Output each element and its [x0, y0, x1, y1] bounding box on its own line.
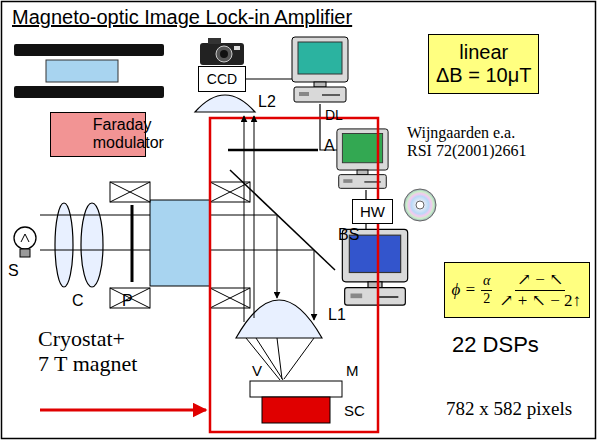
- part-label: S: [8, 262, 19, 280]
- light-ray: [277, 216, 278, 298]
- node-text: ↗ − ↖: [515, 270, 566, 291]
- lens-l1: [236, 300, 322, 338]
- light-source: [14, 227, 36, 249]
- node-text: HW: [360, 203, 385, 220]
- part-label: BS: [338, 226, 359, 244]
- ccd-camera: [234, 46, 240, 50]
- dsp-note: 22 DSPs: [452, 332, 539, 357]
- lens-label: L2: [258, 93, 276, 111]
- light-ray: [314, 251, 315, 320]
- condenser-lens: [55, 203, 73, 287]
- part-label: V: [252, 362, 262, 379]
- node-text: ϕ =: [451, 280, 476, 300]
- data-wire: [246, 78, 292, 79]
- node-text: linear: [459, 41, 508, 64]
- resolution-note: 782 x 582 pixels: [446, 398, 572, 420]
- light-ray: [244, 116, 245, 322]
- note-box: linearΔB = 10μT: [428, 34, 539, 94]
- modulator-label-box: Faraday modulator: [50, 112, 146, 157]
- faraday-modulator: [110, 182, 250, 308]
- cd-disc: [404, 189, 436, 221]
- lens-l2: [195, 95, 255, 112]
- pointer-arrow: [40, 409, 206, 412]
- ccd-camera: [208, 38, 221, 44]
- cryostat-note: Cryostat+ 7 T magnet: [38, 326, 139, 377]
- ccd-camera: [200, 43, 244, 65]
- slide-title: Magneto-optic Image Lock-in Amplifier: [12, 6, 352, 29]
- light-ray: [277, 338, 282, 379]
- beam-splitter: [230, 170, 335, 270]
- formula-box: ϕ =α2↗ − ↖↗ + ↖ − 2↑: [444, 262, 590, 318]
- ccd-camera: [216, 46, 232, 62]
- cd-disc: [416, 201, 424, 209]
- link-label: DL: [325, 107, 343, 123]
- part-label: M: [346, 362, 359, 379]
- light-ray: [246, 338, 280, 380]
- node-text: ↗ + ↖ − 2↑: [497, 291, 583, 311]
- cd-disc: [404, 189, 436, 221]
- light-ray: [254, 116, 255, 318]
- sample: [250, 381, 342, 423]
- node-text: ΔB = 10μT: [436, 64, 531, 87]
- magnet-sketch: [14, 86, 164, 98]
- node-text: Faraday modulator: [93, 116, 104, 153]
- part-label: C: [72, 292, 84, 310]
- magnet-sketch: [14, 44, 164, 56]
- ccd-box: CCD: [198, 66, 246, 92]
- computer: [292, 37, 348, 102]
- hardware-box: HW: [352, 199, 393, 224]
- computer: [337, 129, 388, 188]
- light-source: [20, 249, 30, 257]
- node-text: 2: [481, 291, 492, 307]
- polarizer: [131, 205, 134, 282]
- faraday-modulator: [110, 182, 250, 308]
- faraday-modulator: [110, 182, 250, 308]
- condenser-lens: [55, 203, 103, 287]
- fraction: α2: [481, 273, 492, 306]
- lens-label: L1: [328, 306, 346, 324]
- node-text: CCD: [207, 71, 237, 87]
- magnet-sketch: [46, 60, 118, 82]
- cryostat-frame: [210, 118, 378, 432]
- ccd-camera: [220, 50, 228, 58]
- light-source: [14, 227, 36, 257]
- part-label: P: [122, 292, 133, 310]
- light-ray: [284, 338, 314, 379]
- reference-note: Wijngaarden e.a. RSI 72(2001)2661: [407, 124, 528, 161]
- condenser-lens: [81, 203, 103, 287]
- light-source: [21, 234, 29, 242]
- light-ray: [244, 116, 314, 380]
- computer: [292, 37, 408, 305]
- magnet-sketch: [14, 44, 164, 98]
- data-wire: [365, 190, 366, 199]
- sample: [262, 397, 330, 423]
- part-label: A: [324, 137, 335, 155]
- sample: [250, 381, 342, 397]
- ccd-camera: [200, 38, 244, 65]
- fraction: ↗ − ↖↗ + ↖ − 2↑: [497, 270, 583, 310]
- node-text: α: [481, 273, 492, 290]
- part-label: SC: [344, 402, 365, 419]
- analyzer: [228, 149, 318, 152]
- faraday-modulator: [150, 200, 210, 286]
